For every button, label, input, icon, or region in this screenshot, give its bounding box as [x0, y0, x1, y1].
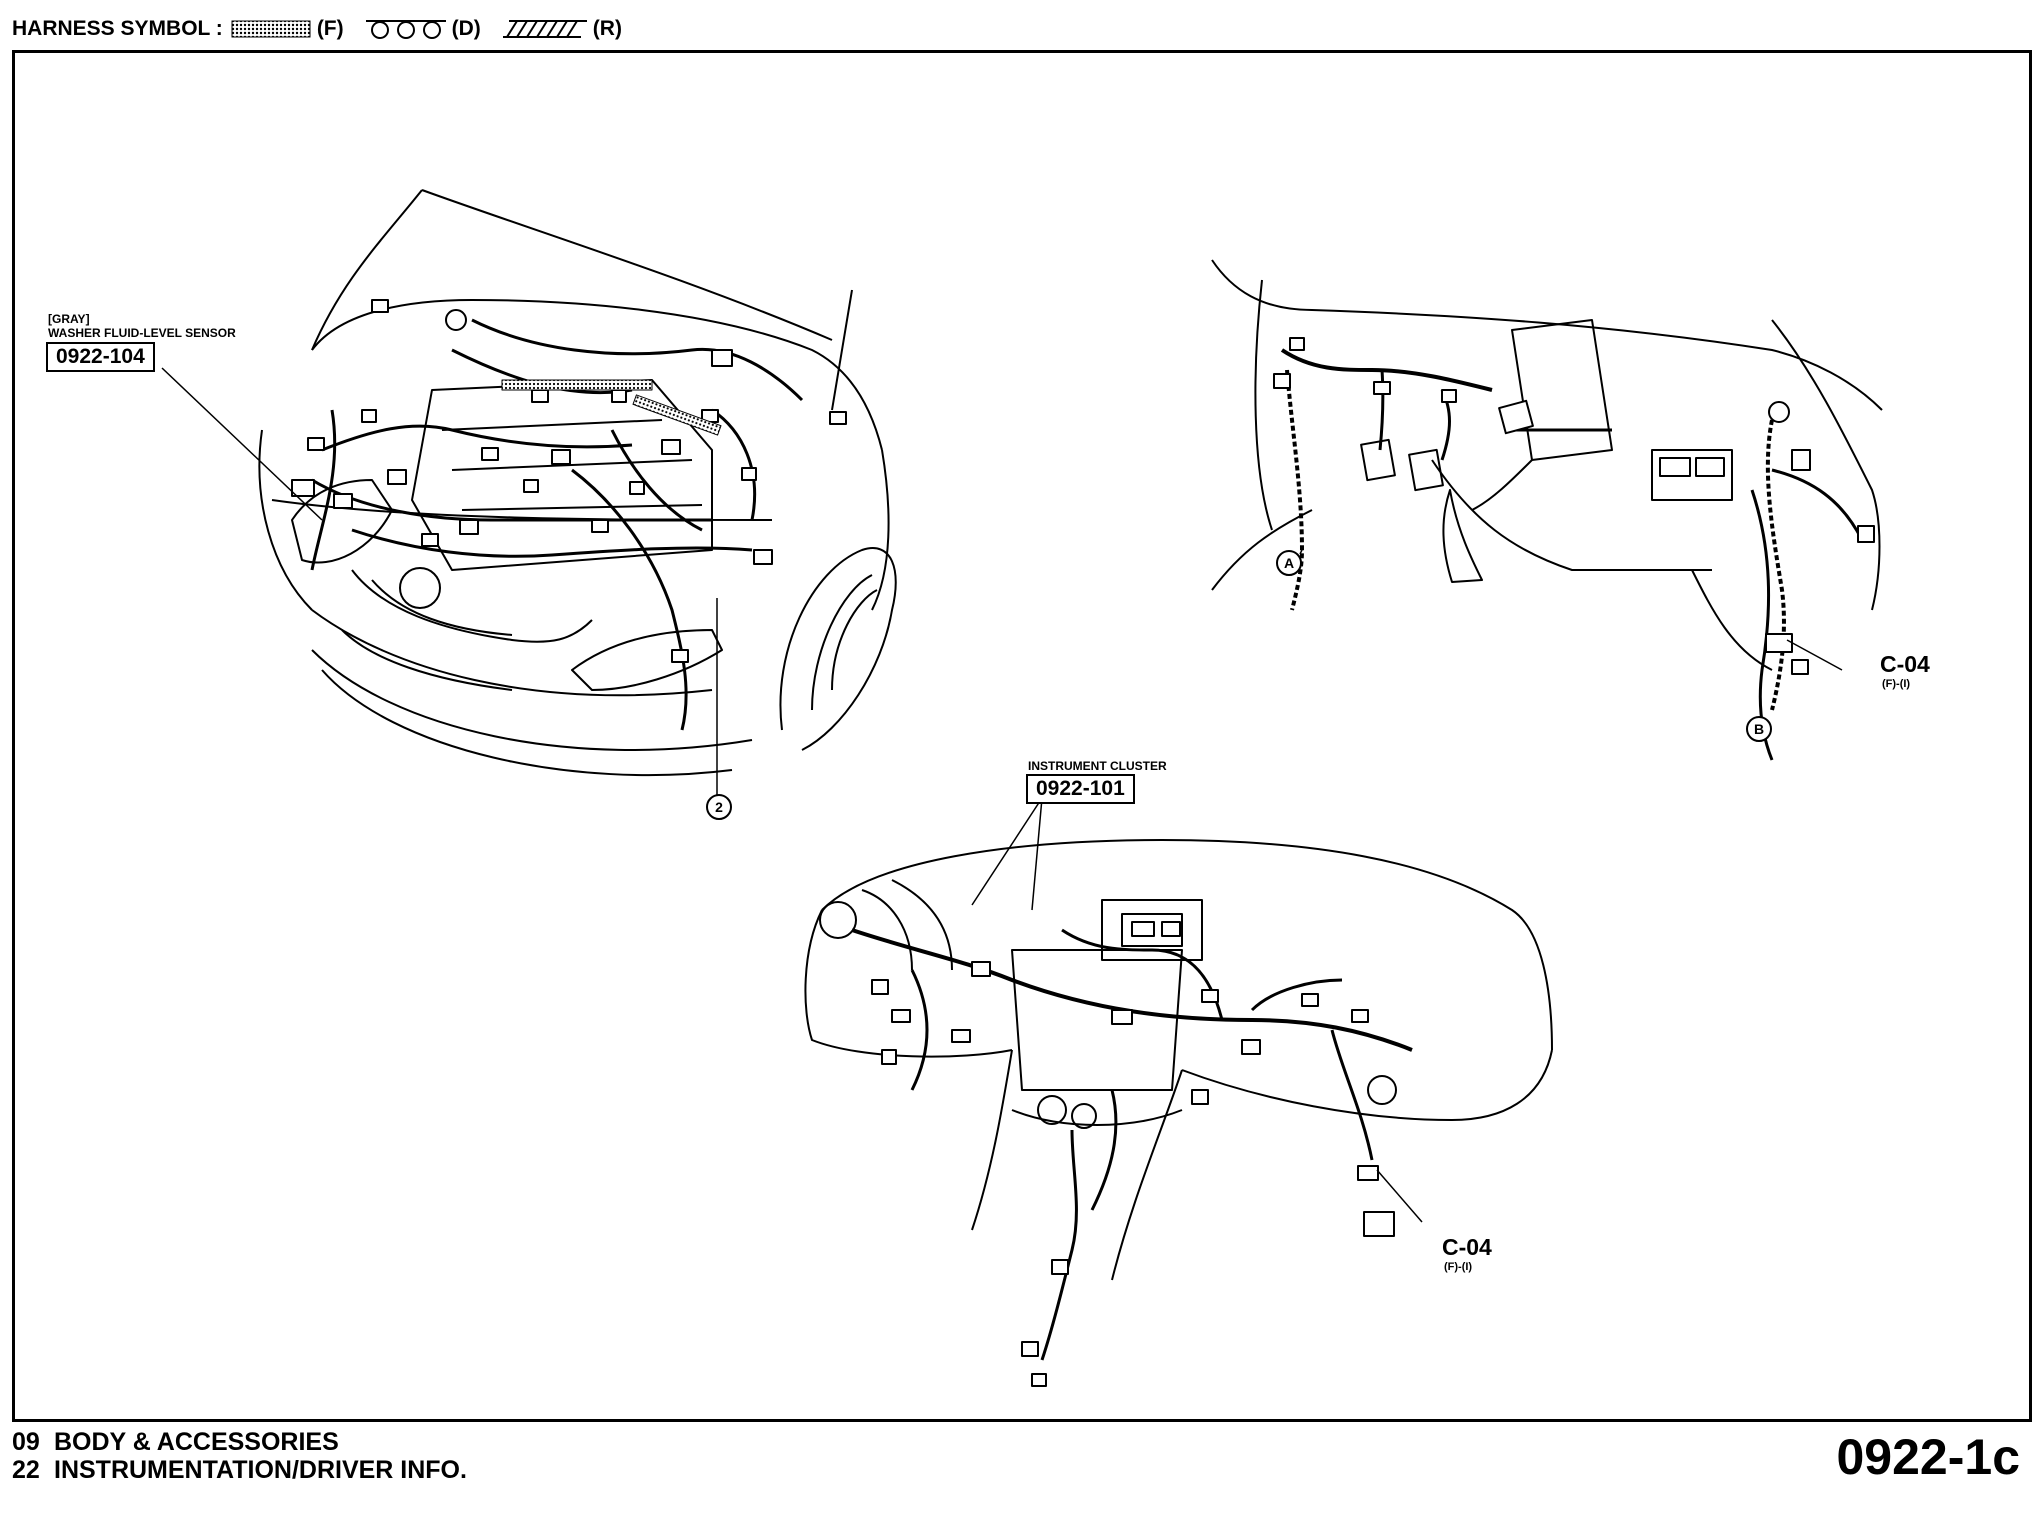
cowl-harness-illustration	[1211, 259, 1883, 761]
legend-code-f: (F)	[316, 17, 344, 40]
connector-c04-right: C-04	[1880, 651, 1930, 677]
washer-sensor-ref-link[interactable]: 0922-104	[46, 342, 155, 372]
marker-a: A	[1276, 550, 1302, 576]
connector-c04-bottom: C-04	[1442, 1234, 1492, 1260]
diagram-frame	[12, 50, 2032, 1422]
washer-sensor-color-note: [GRAY]	[48, 312, 90, 326]
legend-code-d: (D)	[451, 17, 481, 40]
engine-bay-illustration	[258, 189, 897, 777]
diagonal-hatch-symbol-icon	[502, 20, 587, 38]
footer-line-1: 09 BODY & ACCESSORIES	[12, 1428, 467, 1456]
instrument-cluster-label: INSTRUMENT CLUSTER	[1028, 759, 1167, 773]
section-footer: 09 BODY & ACCESSORIES 22 INSTRUMENTATION/D…	[12, 1428, 467, 1484]
wiring-harness-diagram	[161, 189, 1883, 1387]
marker-b: B	[1746, 716, 1772, 742]
leader-lines	[161, 367, 1843, 1223]
washer-sensor-label: WASHER FLUID-LEVEL SENSOR	[48, 326, 236, 340]
footer-subsection-title: INSTRUMENTATION/DRIVER INFO.	[54, 1456, 467, 1484]
page-number: 0922-1c	[1836, 1429, 2021, 1485]
footer-section-number: 09	[12, 1428, 40, 1456]
harness-symbol-label: HARNESS SYMBOL :	[12, 17, 223, 40]
connector-c04-right-note: (F)-(I)	[1882, 678, 1911, 690]
connector-c04-bottom-note: (F)-(I)	[1444, 1261, 1473, 1273]
instrument-cluster-ref-link[interactable]: 0922-101	[1026, 774, 1135, 804]
dotted-fill-symbol-icon	[231, 20, 311, 38]
footer-section-title: BODY & ACCESSORIES	[54, 1428, 339, 1456]
marker-2: 2	[706, 794, 732, 820]
harness-symbol-legend: HARNESS SYMBOL : (F) (D) (R)	[12, 12, 636, 46]
footer-line-2: 22 INSTRUMENTATION/DRIVER INFO.	[12, 1456, 467, 1484]
dashboard-harness-illustration	[804, 839, 1553, 1387]
circles-symbol-icon	[365, 20, 446, 39]
legend-code-r: (R)	[592, 17, 622, 40]
footer-subsection-number: 22	[12, 1456, 40, 1484]
